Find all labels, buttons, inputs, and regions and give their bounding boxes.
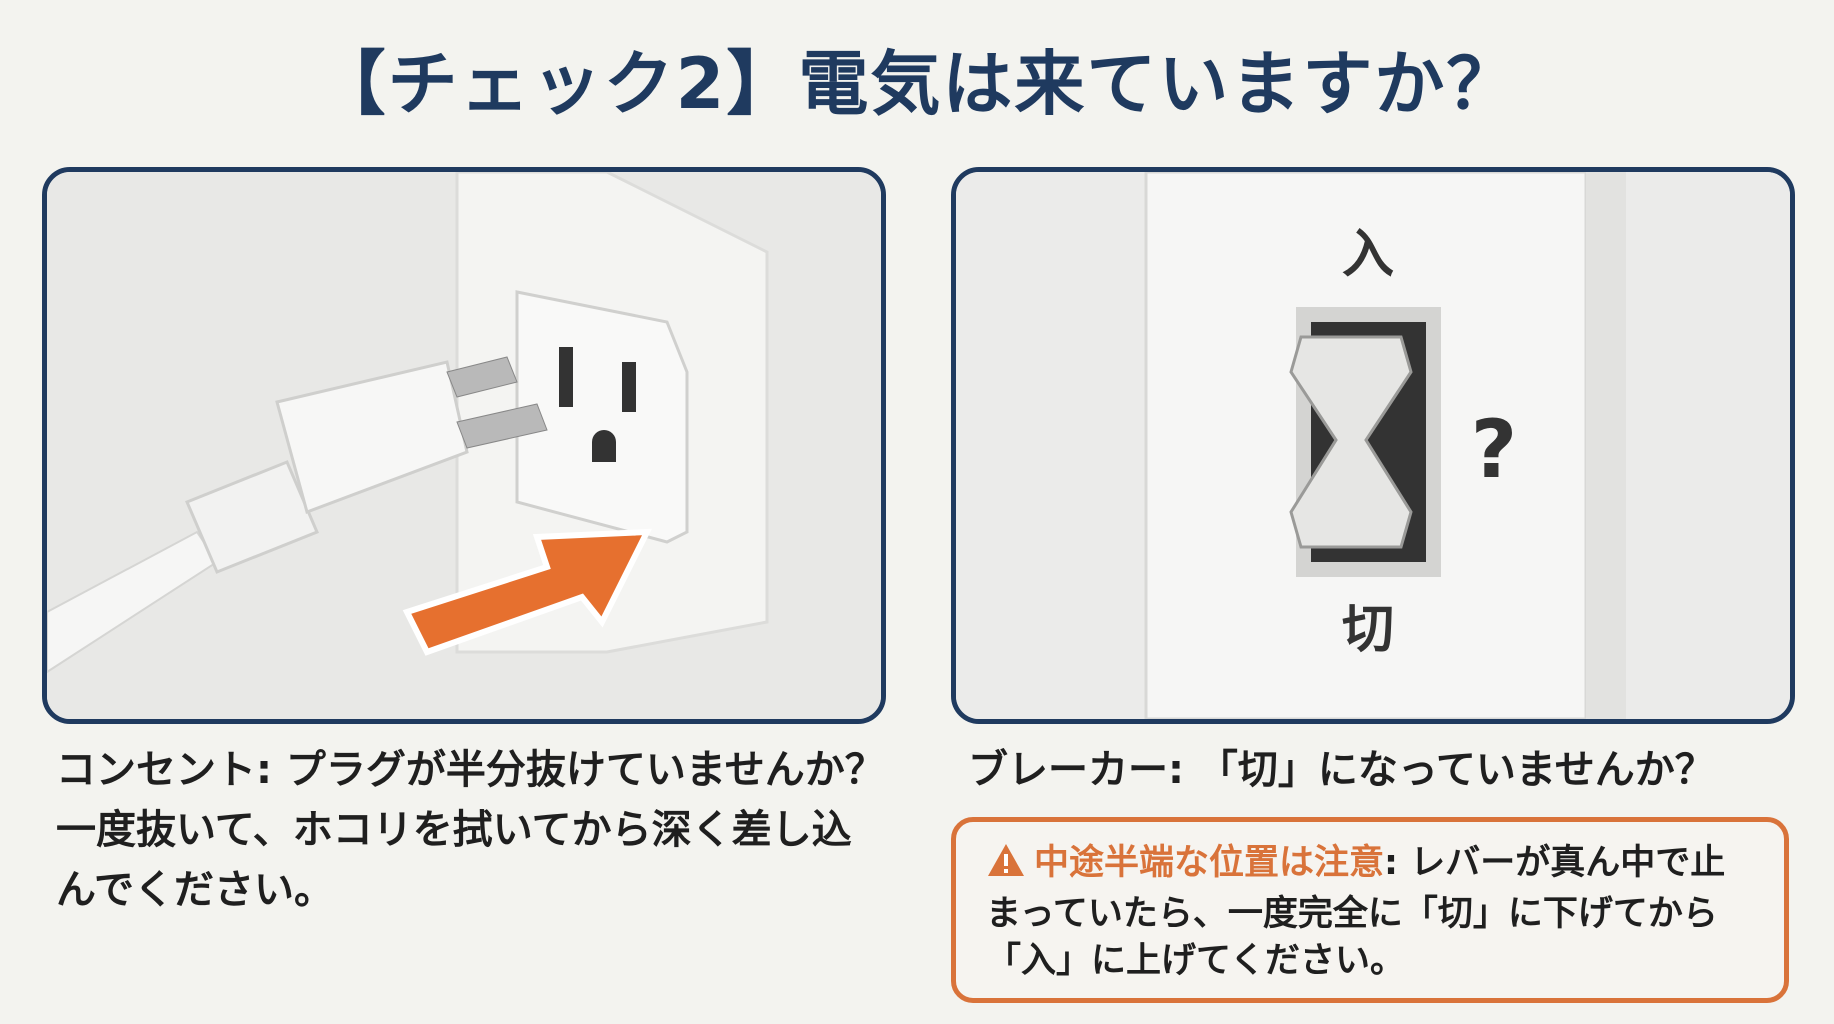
page-title: 【チェック2】電気は来ていますか？ — [315, 43, 1519, 125]
warning-triangle-icon — [986, 842, 1026, 891]
plug-prong-bottom — [456, 403, 548, 449]
warning-body: : レバーが真ん中で止まっていたら、一度完全に「切」に下げてから「入」に上げてく… — [986, 843, 1726, 981]
breaker-caption: ブレーカー: 「切」になっていませんか？ — [968, 747, 1715, 793]
plug-body — [275, 360, 469, 514]
outlet-slot-right — [622, 362, 636, 412]
outlet-plug-illustration — [47, 172, 881, 719]
outlet-illustration-panel — [42, 167, 886, 724]
outlet-ground-hole — [592, 430, 616, 462]
insert-arrow-icon — [402, 528, 652, 656]
outlet-slot-left — [559, 347, 573, 407]
outlet-caption: コンセント: プラグが半分抜けていませんか？一度抜いて、ホコリを拭いてから深く差… — [56, 747, 885, 913]
breaker-illustration-panel: 入 切 ? — [951, 167, 1795, 724]
off-label: 切 — [1342, 600, 1394, 660]
warning-heading: 中途半端な位置は注意 — [1034, 843, 1385, 883]
breaker-switch-illustration: 入 切 ? — [956, 172, 1790, 719]
plug-prong-top — [446, 356, 518, 398]
breaker-lever[interactable] — [1289, 335, 1413, 549]
on-label: 入 — [1342, 225, 1394, 285]
warning-box: 中途半端な位置は注意: レバーが真ん中で止まっていたら、一度完全に「切」に下げて… — [951, 817, 1789, 1003]
plug-strain-relief — [185, 460, 319, 574]
question-mark: ? — [1471, 403, 1517, 496]
